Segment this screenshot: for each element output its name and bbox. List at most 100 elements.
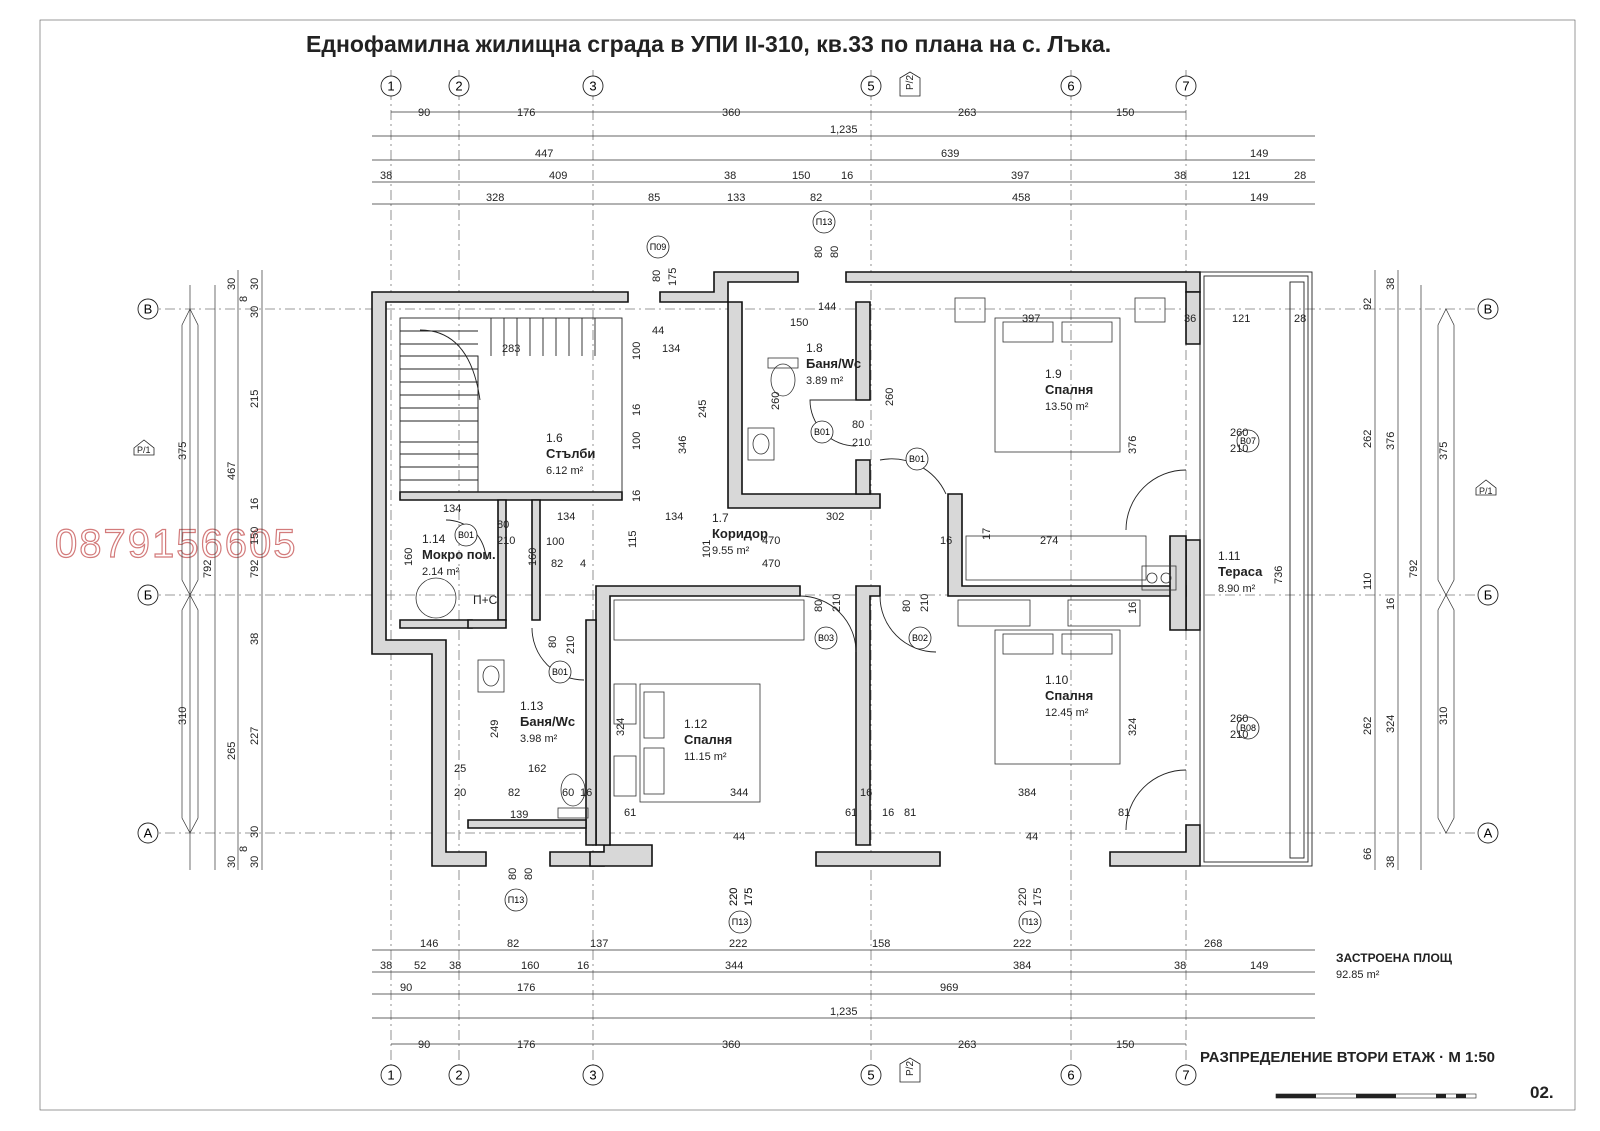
svg-text:38: 38 [249, 633, 261, 645]
top-dim-row3: 447 639 149 [535, 148, 1268, 160]
svg-text:100: 100 [546, 536, 564, 548]
svg-text:409: 409 [549, 170, 567, 182]
svg-text:П09: П09 [650, 242, 666, 252]
svg-text:110: 110 [1362, 572, 1374, 590]
svg-text:Б: Б [144, 588, 153, 603]
svg-text:В07: В07 [1240, 436, 1256, 446]
svg-text:Р/1: Р/1 [137, 445, 151, 455]
svg-text:20: 20 [454, 787, 466, 799]
svg-text:467: 467 [226, 462, 238, 480]
svg-text:134: 134 [662, 343, 680, 355]
bottom-dim-row1: 146 82 137 222 158 222 268 [420, 938, 1222, 950]
tag-P13-top: П13 [812, 210, 836, 234]
svg-text:263: 263 [958, 1039, 976, 1051]
svg-text:150: 150 [1116, 1039, 1134, 1051]
svg-text:215: 215 [249, 390, 261, 408]
svg-text:175: 175 [743, 888, 755, 906]
right-dim-labels: 375 310 792 92 262 110 262 66 38 376 16 … [1362, 278, 1450, 868]
svg-text:80: 80 [497, 519, 509, 531]
svg-text:149: 149 [1250, 148, 1268, 160]
svg-text:80: 80 [507, 868, 519, 880]
svg-text:3.89 m²: 3.89 m² [806, 375, 844, 387]
svg-text:38: 38 [380, 960, 392, 972]
svg-text:283: 283 [502, 343, 520, 355]
svg-text:328: 328 [486, 192, 504, 204]
svg-text:175: 175 [743, 888, 755, 906]
built-area-value: 92.85 m² [1336, 969, 1380, 981]
svg-text:158: 158 [872, 938, 890, 950]
svg-text:3: 3 [589, 1068, 596, 1083]
svg-text:736: 736 [1273, 566, 1285, 584]
svg-text:149: 149 [1250, 192, 1268, 204]
svg-text:13.50 m²: 13.50 m² [1045, 401, 1089, 413]
axis-2-top: 2 [448, 75, 470, 97]
svg-text:1.14: 1.14 [422, 532, 446, 546]
tag-B02: В02 [908, 626, 932, 650]
svg-text:52: 52 [414, 960, 426, 972]
axis-A-left: А [137, 822, 159, 844]
svg-text:38: 38 [724, 170, 736, 182]
room-1-9: 1.9 Спалня 13.50 m² [1045, 367, 1093, 413]
svg-text:346: 346 [677, 436, 689, 454]
svg-text:30: 30 [249, 278, 261, 290]
svg-text:44: 44 [1026, 831, 1038, 843]
axis-V-left: В [137, 298, 159, 320]
svg-text:1: 1 [387, 1068, 394, 1083]
svg-text:6: 6 [1067, 1068, 1074, 1083]
svg-text:38: 38 [1385, 856, 1397, 868]
svg-text:324: 324 [1127, 718, 1139, 736]
svg-text:310: 310 [177, 707, 189, 725]
section-marks: Р/2 Р/2 Р/1 Р/1 [133, 71, 1497, 1083]
svg-text:16: 16 [860, 787, 872, 799]
svg-text:61: 61 [845, 807, 857, 819]
svg-text:9.55 m²: 9.55 m² [712, 545, 750, 557]
svg-text:Р/2: Р/2 [905, 1061, 916, 1076]
svg-text:262: 262 [1362, 430, 1374, 448]
room-1-12: 1.12 Спалня 11.15 m² [684, 717, 732, 763]
svg-text:П13: П13 [816, 217, 832, 227]
svg-text:470: 470 [762, 558, 780, 570]
svg-text:222: 222 [729, 938, 747, 950]
svg-text:265: 265 [226, 742, 238, 760]
svg-text:1.8: 1.8 [806, 341, 823, 355]
svg-text:375: 375 [1438, 442, 1450, 460]
left-dim-labels: 375 310 792 792 467 265 30 30 8 30 215 1… [177, 278, 261, 868]
svg-text:210: 210 [565, 636, 577, 654]
drawing-title: РАЗПРЕДЕЛЕНИЕ ВТОРИ ЕТАЖ · М 1:50 [1200, 1049, 1495, 1066]
bottom-dim-row4: 1,235 [830, 1006, 858, 1018]
svg-text:160: 160 [521, 960, 539, 972]
svg-text:16: 16 [631, 490, 643, 502]
top-dimension-chains [372, 111, 1315, 205]
svg-text:376: 376 [1385, 432, 1397, 450]
svg-text:Спалня: Спалня [684, 732, 732, 747]
top-dim-row1: 90 176 360 263 150 [418, 107, 1134, 119]
svg-text:Баня/Wc: Баня/Wc [806, 356, 861, 371]
svg-text:260: 260 [1230, 427, 1248, 439]
svg-text:210: 210 [1230, 443, 1248, 455]
building-walls [371, 271, 1201, 867]
axis-bubbles-bottom: 1 2 3 5 6 7 [380, 1064, 1197, 1086]
svg-text:175: 175 [1032, 888, 1044, 906]
bottom-dim-row2: 38 52 38 160 16 344 384 38 149 [380, 960, 1268, 972]
svg-text:245: 245 [697, 400, 709, 418]
svg-text:82: 82 [508, 787, 520, 799]
built-area-label: ЗАСТРОЕНА ПЛОЩ [1336, 951, 1453, 965]
svg-text:Стълби: Стълби [546, 446, 595, 461]
svg-text:85: 85 [648, 192, 660, 204]
svg-text:В01: В01 [814, 427, 830, 437]
svg-text:П13: П13 [1022, 917, 1038, 927]
axis-7-top: 7 [1175, 75, 1197, 97]
svg-text:Р/2: Р/2 [905, 75, 916, 90]
axis-V-right: В [1477, 298, 1499, 320]
svg-text:150: 150 [249, 527, 261, 545]
svg-text:6: 6 [1067, 79, 1074, 94]
svg-text:80: 80 [813, 246, 825, 258]
svg-text:397: 397 [1022, 313, 1040, 325]
svg-text:81: 81 [904, 807, 916, 819]
tag-B01-c: В01 [454, 523, 478, 547]
svg-text:В: В [1484, 302, 1493, 317]
svg-text:П13: П13 [508, 895, 524, 905]
svg-text:82: 82 [810, 192, 822, 204]
svg-text:268: 268 [1204, 938, 1222, 950]
svg-text:222: 222 [1013, 938, 1031, 950]
